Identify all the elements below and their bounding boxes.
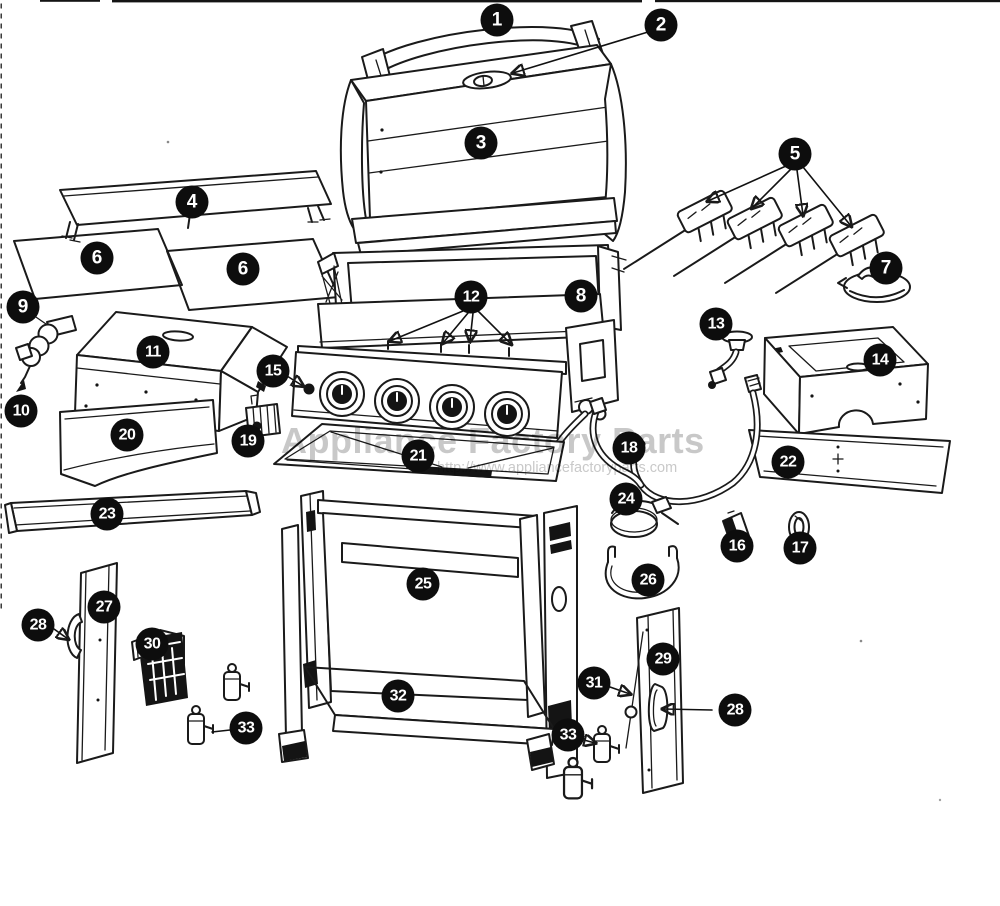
vent-slots (341, 542, 519, 578)
side-panel-right (748, 429, 951, 494)
igniter-button (303, 383, 315, 395)
front-trim-panel (4, 490, 261, 534)
watermark-url: http://www.appliancefactoryparts.com (437, 460, 678, 476)
callout-1: 1 (480, 3, 514, 37)
callout-32: 32 (381, 679, 415, 713)
callout-12: 12 (454, 280, 488, 314)
door-catch-knob (624, 705, 638, 719)
burner-tubes (623, 189, 885, 294)
gas-hose (589, 374, 762, 506)
callout-9: 9 (6, 290, 40, 324)
callout-29: 29 (646, 642, 680, 676)
callout-11: 11 (136, 335, 170, 369)
callout-4: 4 (175, 185, 209, 219)
callout-3: 3 (464, 126, 498, 160)
callout-24: 24 (609, 482, 643, 516)
callout-28: 28 (718, 693, 752, 727)
caster (187, 705, 214, 745)
caster (223, 663, 250, 701)
cart-frame (278, 490, 578, 779)
cart-door-right (624, 607, 684, 794)
callout-7: 7 (869, 251, 903, 285)
callout-28: 28 (21, 608, 55, 642)
callout-6: 6 (80, 241, 114, 275)
door-rod (625, 631, 644, 749)
callout-8: 8 (564, 279, 598, 313)
valve-regulator-fitting (15, 314, 77, 392)
callout-25: 25 (406, 567, 440, 601)
callout-22: 22 (771, 445, 805, 479)
callout-20: 20 (110, 418, 144, 452)
callout-5: 5 (778, 137, 812, 171)
cooking-grate-left (13, 228, 183, 300)
caster (562, 756, 594, 800)
control-knob (374, 378, 420, 424)
leader-lines (53, 31, 851, 743)
callout-33: 33 (229, 711, 263, 745)
callout-18: 18 (612, 431, 646, 465)
cart-back-panel (322, 512, 531, 701)
callout-26: 26 (631, 563, 665, 597)
callout-17: 17 (783, 531, 817, 565)
door-handle-right (647, 683, 669, 732)
callout-21: 21 (401, 439, 435, 473)
callout-23: 23 (90, 497, 124, 531)
callout-14: 14 (863, 343, 897, 377)
callout-2: 2 (644, 8, 678, 42)
callout-16: 16 (720, 529, 754, 563)
callout-33: 33 (551, 718, 585, 752)
callout-30: 30 (135, 627, 169, 661)
callout-27: 27 (87, 590, 121, 624)
callout-19: 19 (231, 424, 265, 458)
control-knob (319, 371, 365, 417)
control-knob (429, 384, 475, 430)
hose-clamp (610, 496, 679, 538)
side-shelf-box-right (763, 326, 929, 435)
callout-31: 31 (577, 666, 611, 700)
lid-assembly (339, 20, 627, 256)
control-knob (484, 391, 530, 437)
scan-border-artifacts (0, 0, 1000, 802)
callout-15: 15 (256, 354, 290, 388)
callout-6: 6 (226, 252, 260, 286)
manifold-valves (387, 340, 510, 357)
door-handle-left (66, 613, 83, 659)
side-burner-valve (708, 330, 753, 389)
callout-10: 10 (4, 394, 38, 428)
caster (593, 725, 620, 763)
callout-13: 13 (699, 307, 733, 341)
